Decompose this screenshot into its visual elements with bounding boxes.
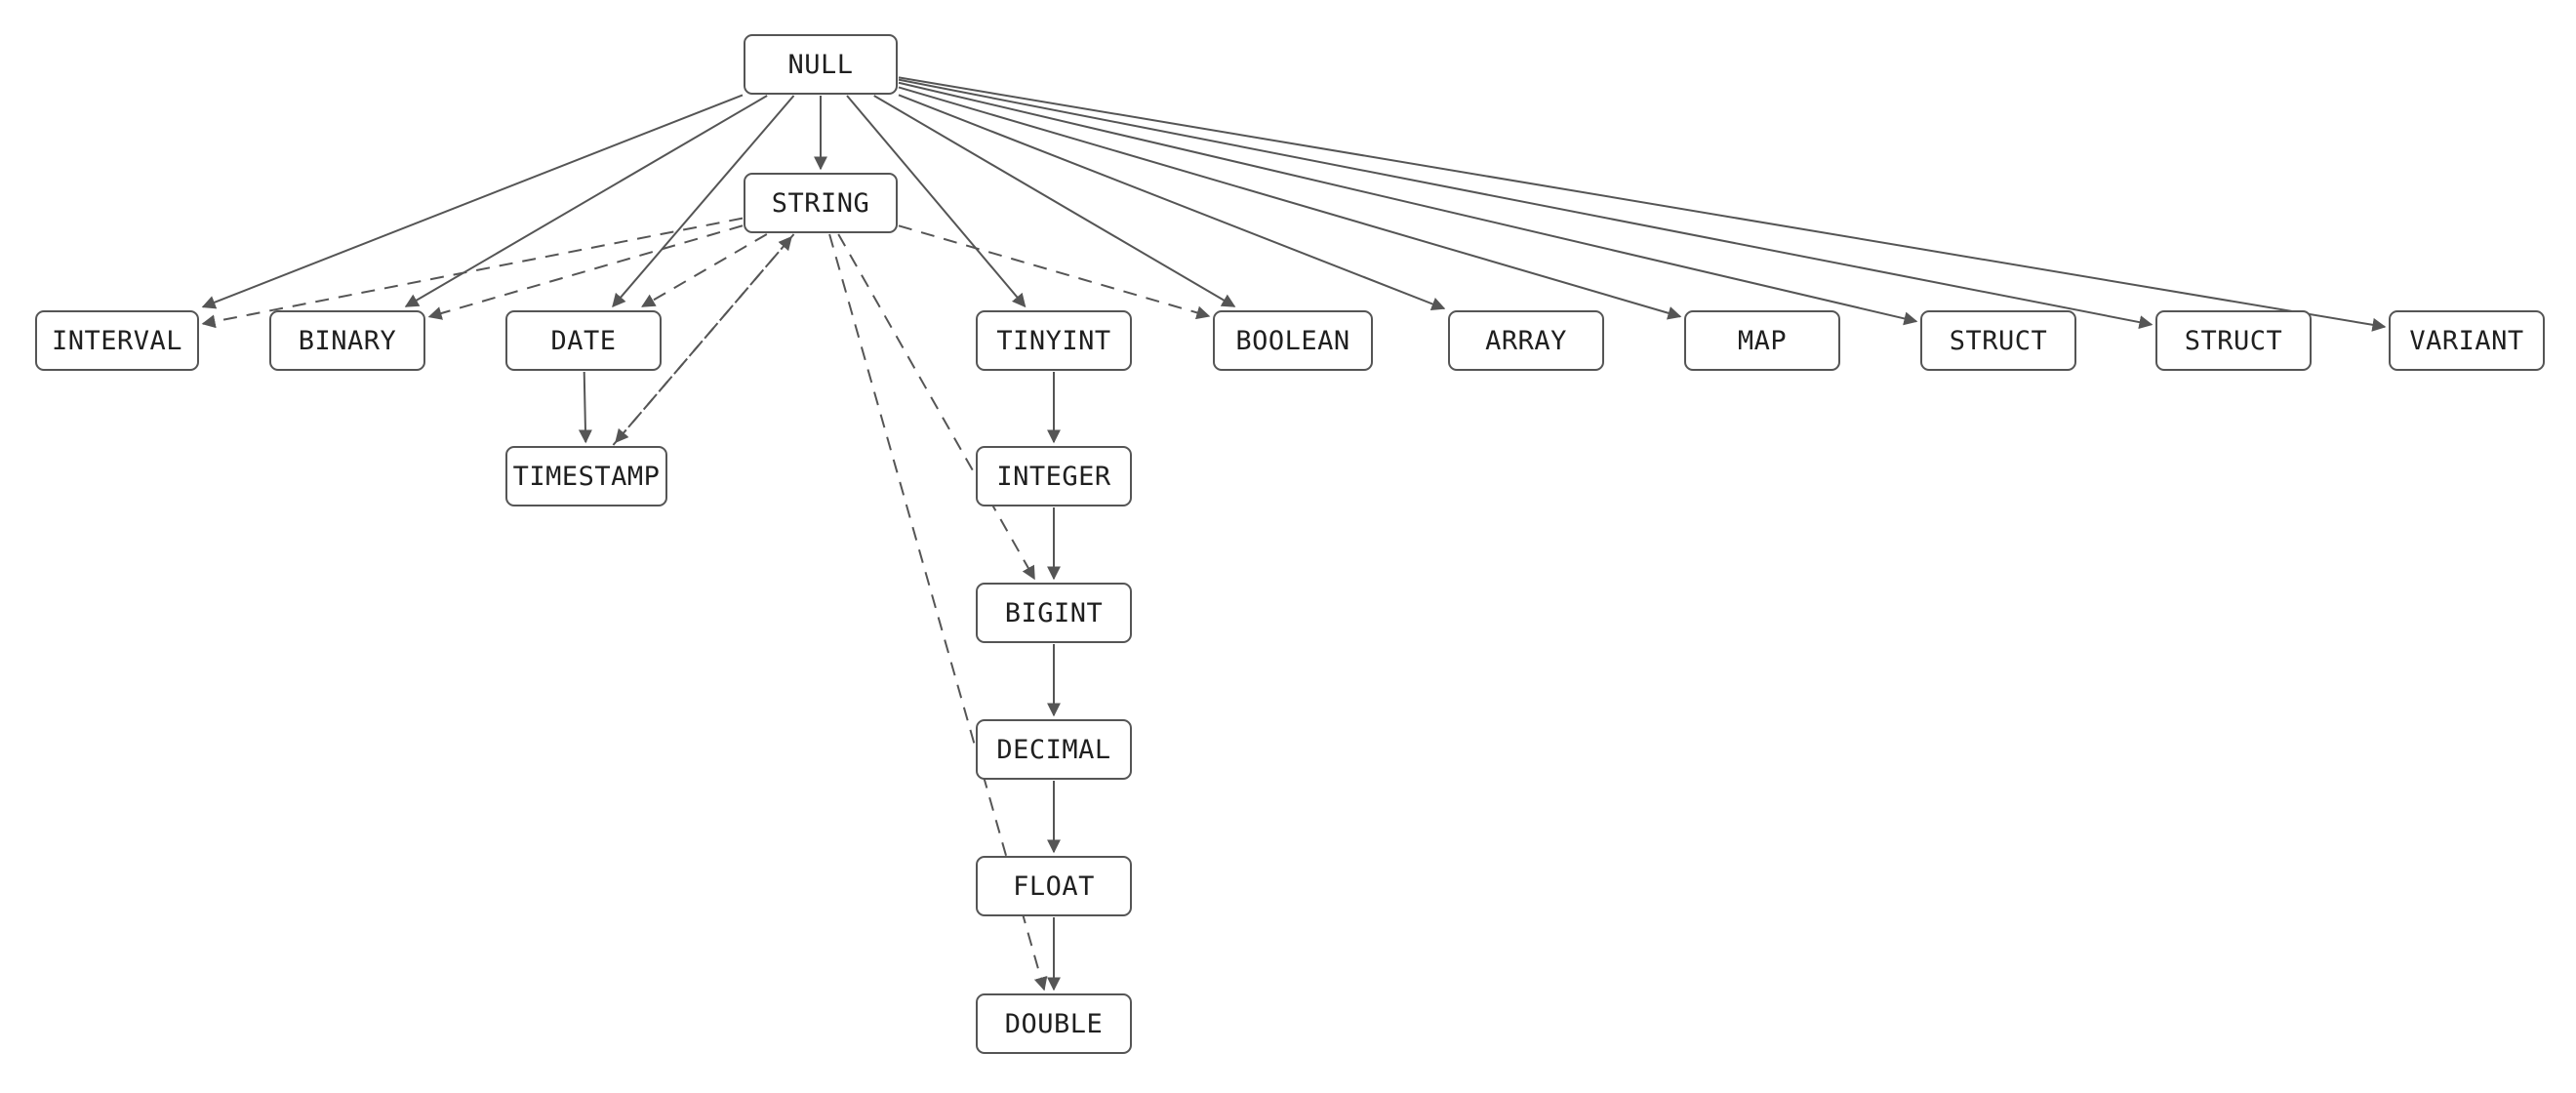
node-label: STRING xyxy=(771,187,870,219)
node-struct1[interactable]: STRUCT xyxy=(1920,310,2076,371)
node-map[interactable]: MAP xyxy=(1684,310,1840,371)
node-variant[interactable]: VARIANT xyxy=(2389,310,2545,371)
edge-string-to-binary xyxy=(427,224,744,320)
node-label: BIGINT xyxy=(1004,597,1104,628)
edge-null-to-struct2 xyxy=(898,78,2153,330)
node-boolean[interactable]: BOOLEAN xyxy=(1213,310,1373,371)
node-label: MAP xyxy=(1737,325,1788,356)
node-label: INTERVAL xyxy=(51,325,183,356)
edge-string-to-boolean xyxy=(898,224,1211,320)
node-label: ARRAY xyxy=(1485,325,1567,356)
edge-null-to-map xyxy=(898,86,1682,320)
node-struct2[interactable]: STRUCT xyxy=(2155,310,2312,371)
edge-date-to-timestamp xyxy=(578,371,592,444)
node-decimal[interactable]: DECIMAL xyxy=(976,719,1132,780)
node-label: BINARY xyxy=(298,325,397,356)
node-label: BOOLEAN xyxy=(1235,325,1350,356)
edge-null-to-variant xyxy=(898,76,2387,332)
node-array[interactable]: ARRAY xyxy=(1448,310,1604,371)
node-label: TIMESTAMP xyxy=(512,461,661,492)
edge-null-to-tinyint xyxy=(846,95,1026,308)
node-bigint[interactable]: BIGINT xyxy=(976,583,1132,643)
node-label: STRUCT xyxy=(2184,325,2283,356)
edge-string-to-interval xyxy=(201,217,744,329)
node-timestamp[interactable]: TIMESTAMP xyxy=(505,446,667,506)
node-string[interactable]: STRING xyxy=(744,173,898,233)
edge-string-to-date xyxy=(641,233,768,307)
edge-null-to-array xyxy=(898,94,1446,311)
edge-null-to-date xyxy=(612,95,795,308)
node-tinyint[interactable]: TINYINT xyxy=(976,310,1132,371)
node-label: NULL xyxy=(787,49,854,80)
node-double[interactable]: DOUBLE xyxy=(976,993,1132,1054)
node-label: VARIANT xyxy=(2409,325,2524,356)
edge-null-to-boolean xyxy=(873,95,1236,307)
node-label: FLOAT xyxy=(1013,870,1095,902)
edge-string-to-bigint xyxy=(837,233,1035,581)
node-label: STRUCT xyxy=(1949,325,2048,356)
node-integer[interactable]: INTEGER xyxy=(976,446,1132,506)
node-label: DOUBLE xyxy=(1004,1008,1104,1039)
node-date[interactable]: DATE xyxy=(505,310,662,371)
edge-null-to-binary xyxy=(404,95,768,307)
node-label: DATE xyxy=(550,325,617,356)
node-label: DECIMAL xyxy=(996,734,1111,765)
node-null[interactable]: NULL xyxy=(744,34,898,95)
edge-null-to-interval xyxy=(201,94,744,309)
node-label: TINYINT xyxy=(996,325,1111,356)
edge-null-to-struct1 xyxy=(898,81,1918,326)
node-float[interactable]: FLOAT xyxy=(976,856,1132,916)
node-label: INTEGER xyxy=(996,461,1111,492)
node-binary[interactable]: BINARY xyxy=(269,310,425,371)
node-interval[interactable]: INTERVAL xyxy=(35,310,199,371)
